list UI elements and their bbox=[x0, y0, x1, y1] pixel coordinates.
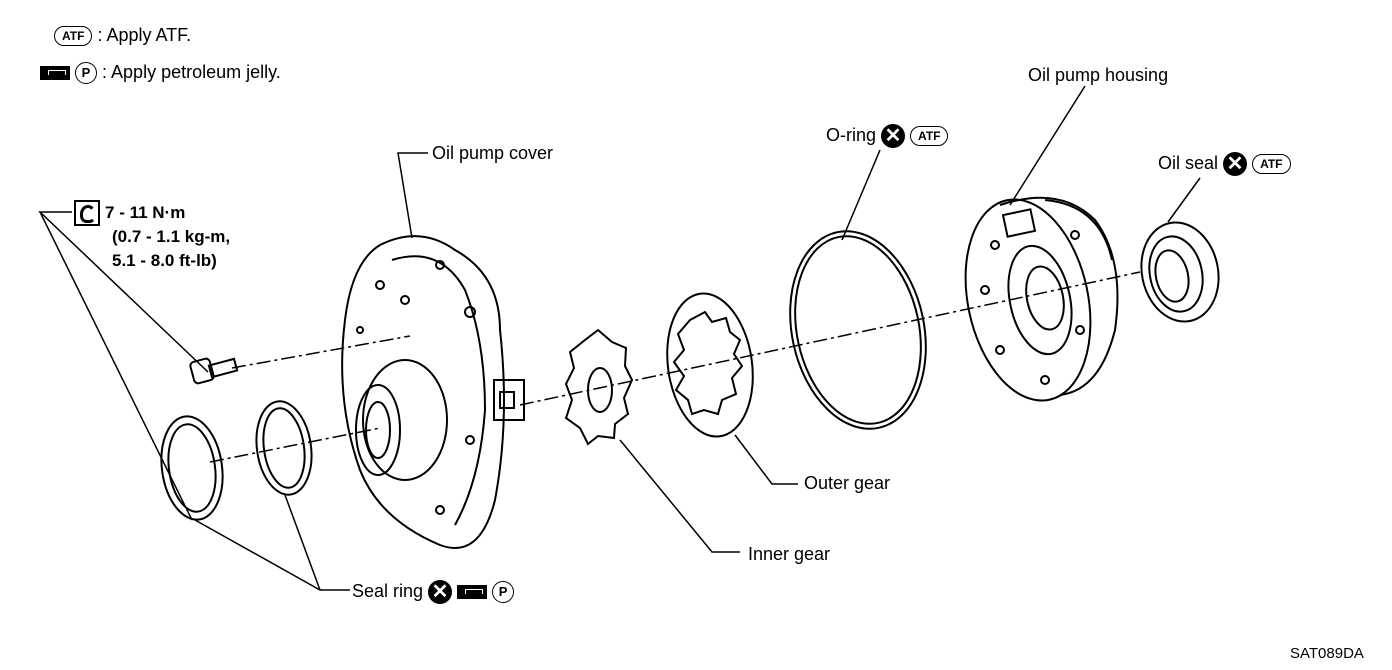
label-inner-gear: Inner gear bbox=[748, 544, 831, 564]
label-oil-pump-cover: Oil pump cover bbox=[432, 143, 554, 163]
bolt bbox=[189, 357, 239, 385]
legend-atf: ATF : Apply ATF. bbox=[54, 25, 192, 47]
torque-line-2: (0.7 - 1.1 kg-m, bbox=[112, 227, 231, 246]
torque-line-3: 5.1 - 8.0 ft-lb) bbox=[112, 251, 217, 270]
oil-pump-cover bbox=[341, 235, 525, 549]
petroleum-jelly-icon bbox=[40, 66, 70, 80]
label-seal-ring: Seal ring bbox=[352, 580, 424, 601]
label-outer-gear: Outer gear bbox=[804, 473, 891, 493]
atf-symbol: ATF bbox=[1252, 154, 1291, 174]
replace-icon: ✕ bbox=[881, 124, 906, 148]
seal-ring-right bbox=[255, 400, 313, 496]
seal-ring-left bbox=[160, 415, 224, 521]
atf-symbol: ATF bbox=[910, 126, 949, 146]
label-o-ring-group: O-ring ✕ ATF bbox=[826, 124, 949, 148]
replace-icon: ✕ bbox=[428, 580, 453, 604]
oil-pump-housing bbox=[964, 196, 1119, 402]
inner-gear bbox=[564, 328, 634, 446]
label-o-ring: O-ring bbox=[826, 124, 877, 145]
torque-line-1: 7 - 11 N·m bbox=[105, 202, 186, 222]
replace-icon: ✕ bbox=[1223, 152, 1248, 176]
legend-jelly-text: : Apply petroleum jelly. bbox=[102, 61, 281, 82]
oil-seal bbox=[1140, 221, 1220, 323]
petroleum-jelly-icon bbox=[457, 585, 488, 599]
outer-gear bbox=[666, 292, 754, 438]
figure-code: SAT089DA bbox=[1290, 645, 1364, 662]
torque-wrench-icon bbox=[74, 200, 100, 226]
label-oil-pump-housing: Oil pump housing bbox=[1028, 65, 1169, 85]
label-oil-seal: Oil seal bbox=[1158, 152, 1219, 173]
legend-atf-text: : Apply ATF. bbox=[97, 25, 192, 45]
torque-spec: 7 - 11 N·m bbox=[74, 200, 185, 226]
p-symbol: P bbox=[492, 581, 515, 603]
p-symbol: P bbox=[75, 62, 98, 84]
atf-symbol: ATF bbox=[54, 26, 93, 47]
o-ring bbox=[789, 230, 927, 430]
label-oil-seal-group: Oil seal ✕ ATF bbox=[1158, 152, 1291, 176]
legend-petroleum-jelly: P : Apply petroleum jelly. bbox=[40, 62, 281, 84]
label-seal-ring-group: Seal ring ✕ P bbox=[352, 580, 515, 604]
